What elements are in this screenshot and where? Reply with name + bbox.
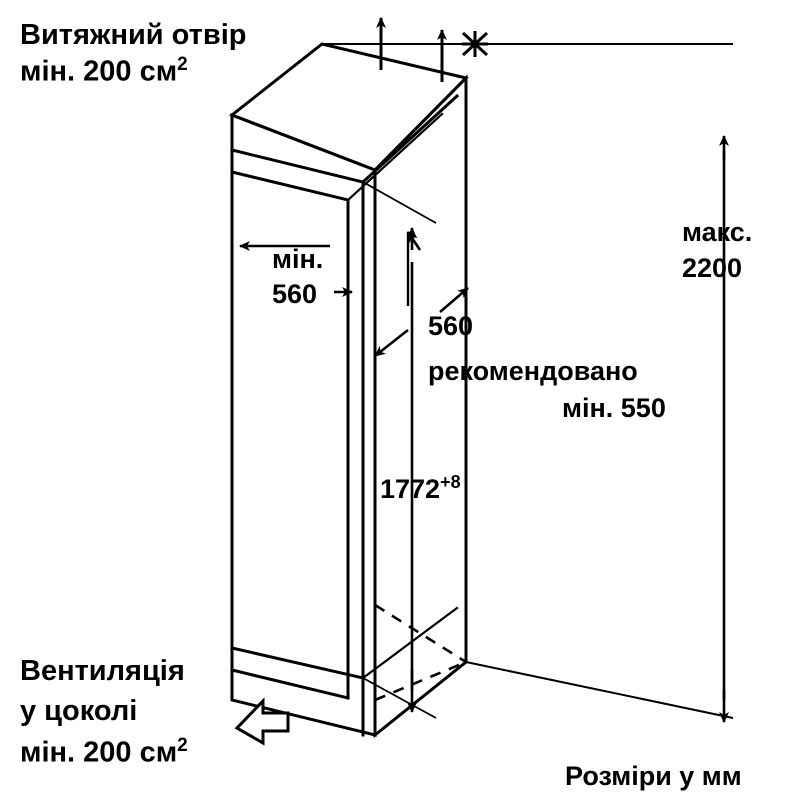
dim-max-2200 xyxy=(322,43,734,723)
dim-height-1772 xyxy=(362,181,437,719)
label-height-number: 1772 xyxy=(380,474,441,504)
base-vent-arrow xyxy=(234,697,290,746)
label-height-tolerance: +8 xyxy=(440,472,461,492)
top-vent-arrows xyxy=(376,17,447,82)
label-vent-top-line2: мін. 200 см2 xyxy=(20,53,188,90)
label-height-value: 1772+8 xyxy=(380,472,461,506)
label-max-height-value: 2200 xyxy=(682,253,743,283)
label-vent-top-superscript: 2 xyxy=(177,54,188,75)
label-width-value: 560 xyxy=(428,311,474,341)
label-width-recommended: рекомендовано xyxy=(428,356,638,386)
label-max-height: макс. xyxy=(682,217,753,247)
label-vent-top-line1: Витяжний отвір xyxy=(20,19,247,51)
label-vent-bottom-line2: у цоколі xyxy=(20,695,138,727)
label-vent-top-line2-text: мін. 200 см xyxy=(20,55,178,88)
hidden-edge-dashed xyxy=(373,603,467,702)
label-depth-min-value: 560 xyxy=(272,279,318,309)
label-width-recommended-min: мін. 550 xyxy=(562,393,666,423)
label-vent-bottom-superscript: 2 xyxy=(177,735,188,756)
cabinet-outline xyxy=(229,42,469,739)
dim-depth-min-560 xyxy=(239,200,353,297)
label-vent-bottom-line3: мін. 200 см2 xyxy=(20,734,188,771)
label-vent-bottom-line3-text: мін. 200 см xyxy=(20,736,178,769)
label-depth-min: мін. xyxy=(272,244,324,274)
label-units-note: Розміри у мм xyxy=(565,761,742,791)
label-vent-bottom-line1: Вентиляція xyxy=(20,655,185,687)
